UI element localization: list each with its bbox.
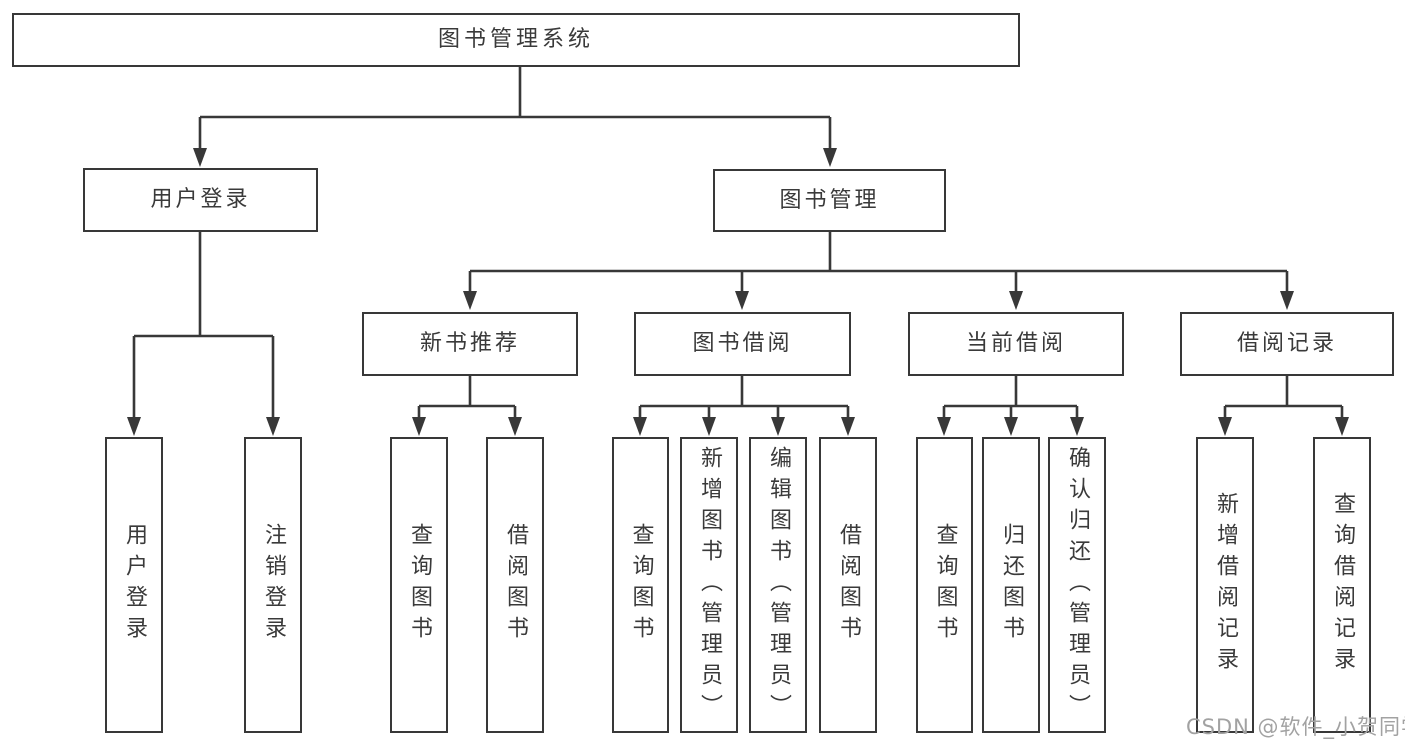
node-library-management-system: 图书管理系统 <box>12 13 1020 67</box>
leaf-query-books-recommend: 查询图书 <box>390 437 448 733</box>
leaf-return-books: 归还图书 <box>982 437 1040 733</box>
csdn-watermark: CSDN @软件_小贺同学 <box>1186 715 1405 739</box>
leaf-confirm-return-admin: 确认归还（管理员） <box>1048 437 1106 733</box>
node-borrowing-records: 借阅记录 <box>1180 312 1394 376</box>
node-book-borrowing: 图书借阅 <box>634 312 851 376</box>
node-user-login: 用户登录 <box>83 168 318 232</box>
leaf-logout: 注销登录 <box>244 437 302 733</box>
leaf-add-books-admin: 新增图书（管理员） <box>680 437 738 733</box>
node-book-management: 图书管理 <box>713 169 946 232</box>
leaf-query-books-borrowing: 查询图书 <box>612 437 669 733</box>
leaf-borrow-books-recommend: 借阅图书 <box>486 437 544 733</box>
leaf-user-login: 用户登录 <box>105 437 163 733</box>
leaf-edit-books-admin: 编辑图书（管理员） <box>749 437 807 733</box>
leaf-add-borrow-record: 新增借阅记录 <box>1196 437 1254 733</box>
node-current-borrowing: 当前借阅 <box>908 312 1124 376</box>
leaf-query-books-current: 查询图书 <box>916 437 973 733</box>
leaf-borrow-books: 借阅图书 <box>819 437 877 733</box>
leaf-query-borrow-record: 查询借阅记录 <box>1313 437 1371 733</box>
node-new-book-recommend: 新书推荐 <box>362 312 578 376</box>
